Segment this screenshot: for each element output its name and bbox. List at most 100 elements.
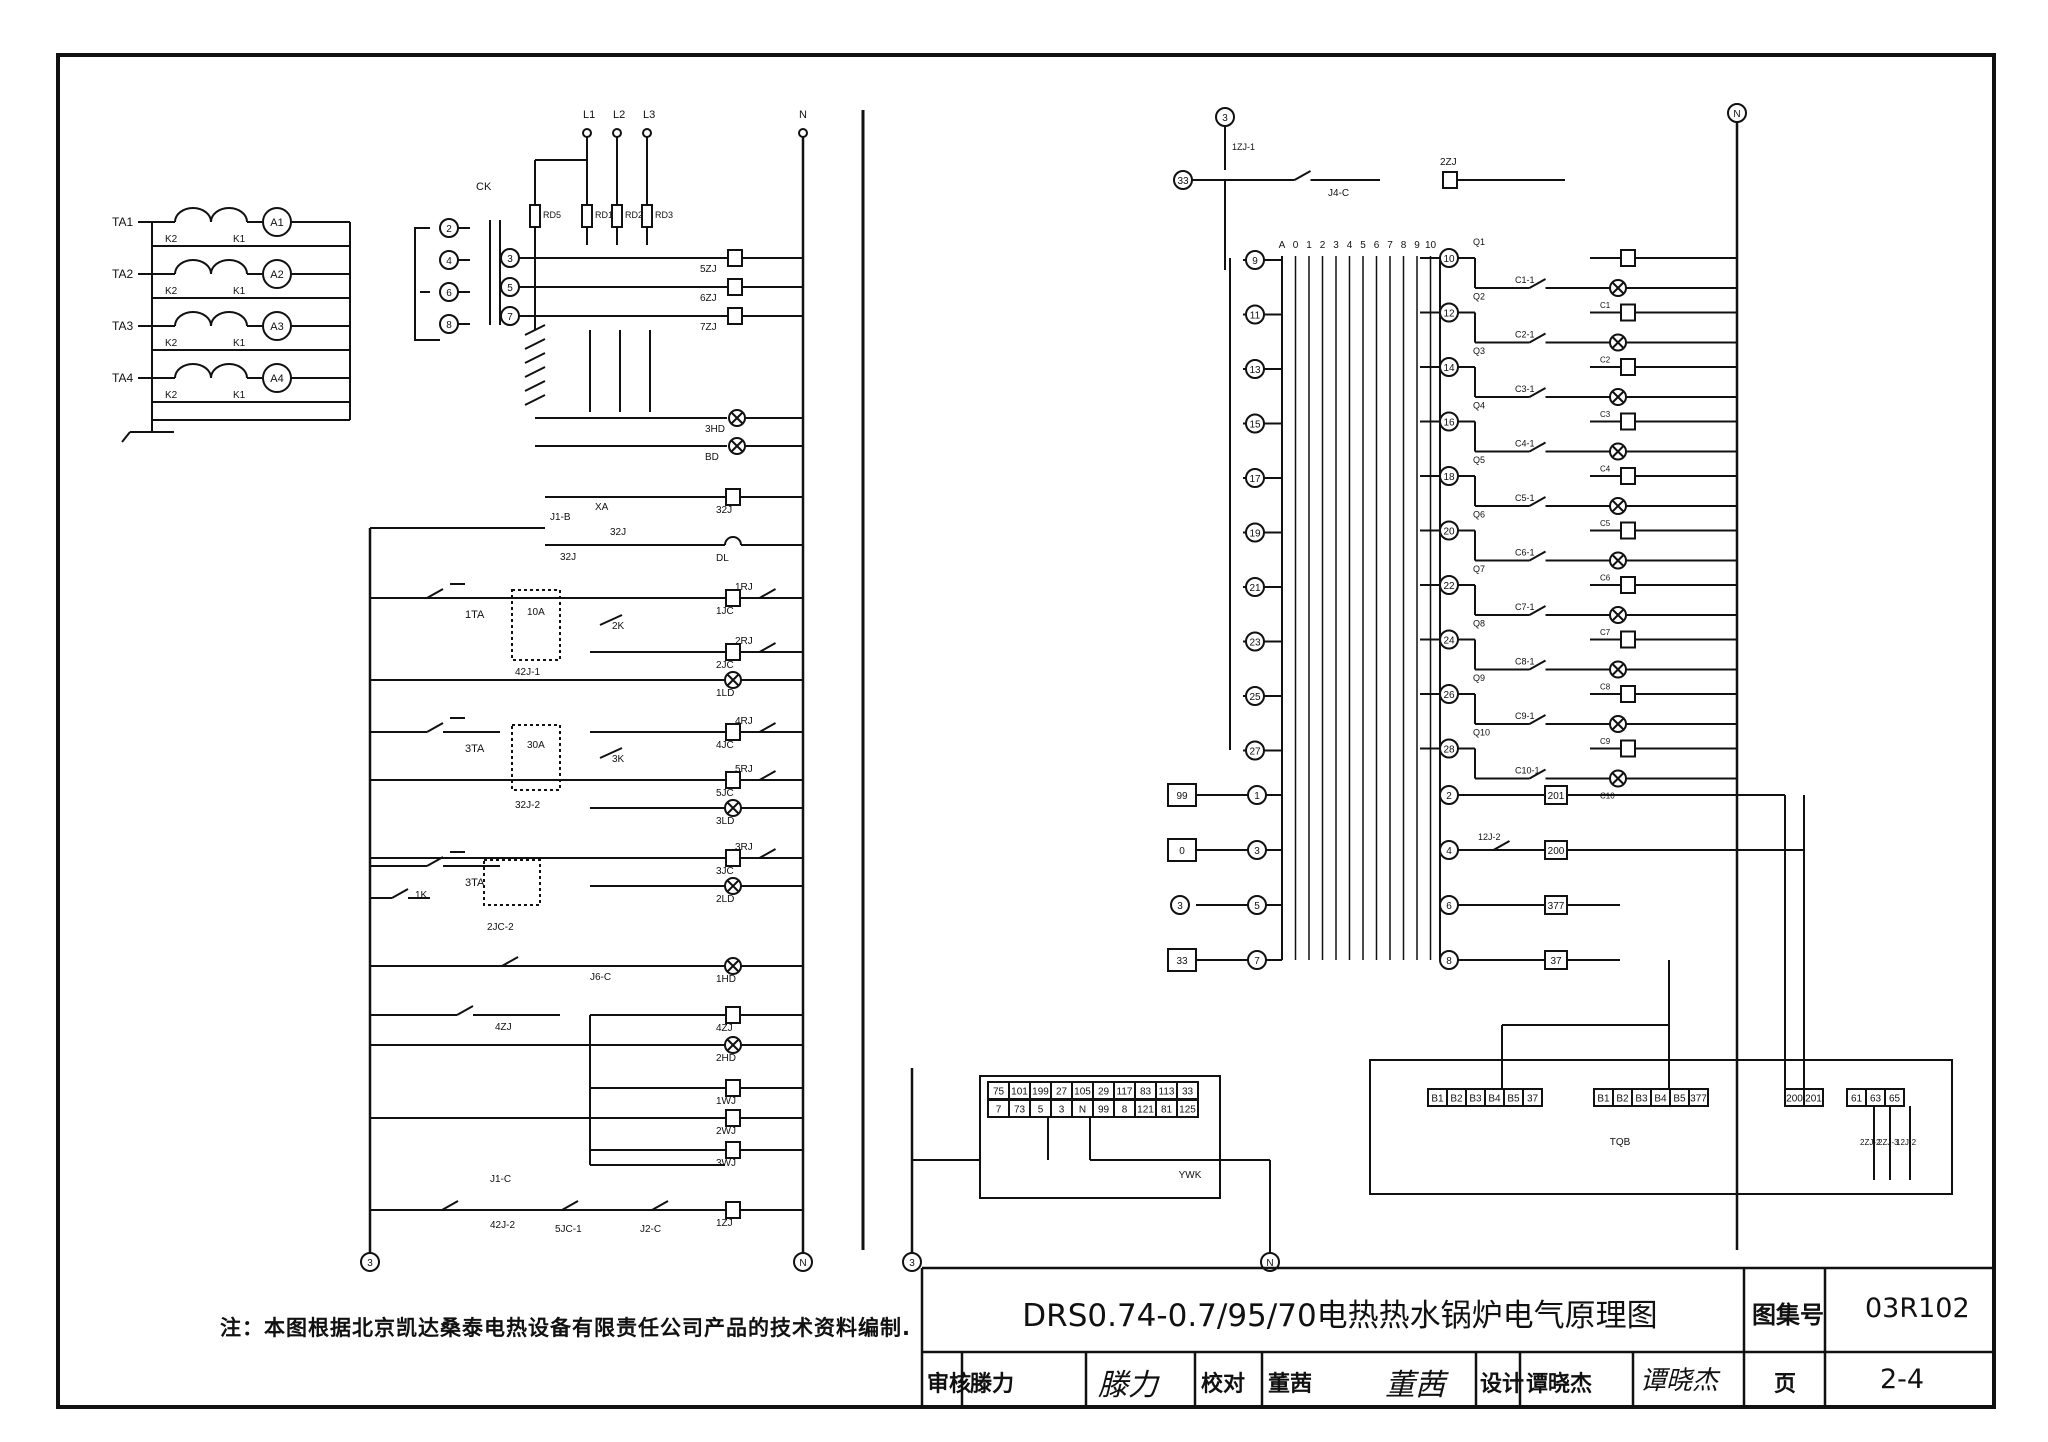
contact-label: J2-C bbox=[640, 1224, 661, 1235]
timer-contact bbox=[370, 1005, 560, 1016]
heater-contactor-coil bbox=[1620, 739, 1636, 758]
contact-label: 2RJ bbox=[735, 636, 753, 647]
contact-label: 4ZJ bbox=[495, 1022, 512, 1033]
aux-contact bbox=[745, 588, 790, 599]
terminal-box-label: B3 bbox=[1469, 1094, 1482, 1105]
contactor-label: C2-1 bbox=[1515, 330, 1535, 340]
terminal-label: 18 bbox=[1443, 472, 1455, 483]
terminal-box-label: 3 bbox=[1059, 1105, 1065, 1116]
pushbutton-label: 3TA bbox=[465, 877, 485, 889]
terminal-label: 3 bbox=[1177, 901, 1183, 912]
bus-terminal bbox=[642, 128, 652, 138]
bus-header-label: 9 bbox=[1414, 240, 1420, 251]
terminal-label: 8 bbox=[1446, 956, 1452, 967]
terminal-box-label: 125 bbox=[1179, 1105, 1196, 1116]
ammeter-label: A3 bbox=[270, 321, 283, 333]
heater-label: C7 bbox=[1600, 628, 1611, 637]
control-row: 32J bbox=[545, 488, 803, 516]
terminal-box-label: 199 bbox=[1032, 1087, 1049, 1098]
heater-lamp bbox=[1609, 551, 1627, 570]
interlock-label: 32J-2 bbox=[515, 800, 540, 811]
relay-coil bbox=[725, 1006, 741, 1024]
device-label: 1HD bbox=[716, 974, 736, 985]
relay-contact bbox=[1458, 840, 1545, 851]
relay-coil bbox=[725, 1141, 741, 1159]
terminal-label: 3 bbox=[909, 1258, 915, 1269]
fuse-label: RD3 bbox=[655, 210, 673, 220]
bus-terminal bbox=[582, 128, 592, 138]
device-label: 5JC bbox=[716, 788, 734, 799]
timer-contact bbox=[370, 956, 650, 967]
coil-label: 6ZJ bbox=[700, 293, 717, 304]
indicator-lamp bbox=[724, 799, 742, 817]
contactor-label: C7-1 bbox=[1515, 602, 1535, 612]
breaker-label: Q6 bbox=[1473, 510, 1485, 520]
terminal-label: 20 bbox=[1443, 527, 1455, 538]
terminal-label: 7 bbox=[1254, 956, 1260, 967]
heater-lamp bbox=[1609, 442, 1627, 461]
tqb-contact-label: 2ZJ-3 bbox=[1878, 1138, 1899, 1147]
terminal-box-label: N bbox=[1079, 1105, 1086, 1116]
terminal-box-label: 200 bbox=[1548, 846, 1565, 857]
terminal-label: 24 bbox=[1443, 636, 1455, 647]
terminal-label: 3 bbox=[1222, 113, 1228, 124]
contactor-label: C6-1 bbox=[1515, 548, 1535, 558]
bus-header-label: 1 bbox=[1306, 240, 1312, 251]
page-label: 页 bbox=[1774, 1372, 1797, 1397]
relay-coil bbox=[725, 723, 741, 741]
device-label: 32J bbox=[560, 552, 576, 563]
heater-label: C2 bbox=[1600, 356, 1611, 365]
heater-lamp bbox=[1609, 606, 1627, 624]
terminal-label: 6 bbox=[1446, 901, 1452, 912]
coil-label: 2ZJ bbox=[1440, 157, 1457, 168]
terminal-box-label: 377 bbox=[1690, 1094, 1707, 1105]
terminal-box-label: 201 bbox=[1805, 1094, 1822, 1105]
interlock-label: 10A bbox=[527, 607, 545, 618]
bottom-terminal bbox=[1260, 1252, 1280, 1272]
selector-label: 1K bbox=[415, 890, 428, 901]
terminal-box-label: 377 bbox=[1548, 901, 1565, 912]
heater-lamp bbox=[1609, 279, 1627, 297]
contact-label: 12J-2 bbox=[1478, 832, 1501, 842]
bottom-terminal bbox=[902, 1252, 922, 1272]
terminal-box-label: 61 bbox=[1851, 1094, 1863, 1105]
breaker-label: Q2 bbox=[1473, 292, 1485, 302]
relay-coil bbox=[725, 849, 741, 867]
terminal-box-label: 105 bbox=[1074, 1087, 1091, 1098]
ammeter-label: A2 bbox=[270, 269, 283, 281]
contactor-contact bbox=[1475, 441, 1600, 453]
terminal-label: N bbox=[799, 1258, 806, 1269]
heater-contactor-coil bbox=[1620, 630, 1636, 649]
transformer-label: TA2 bbox=[112, 267, 133, 281]
timer-contact bbox=[1225, 170, 1380, 181]
terminal-label: 7 bbox=[507, 312, 513, 323]
terminal-box-label: 117 bbox=[1117, 1087, 1133, 1098]
indicator-lamp bbox=[728, 437, 746, 455]
device-label: 4JC bbox=[716, 740, 734, 751]
review-label: 审核 bbox=[927, 1372, 972, 1397]
control-row: 1LD bbox=[370, 671, 803, 699]
contactor-label: C10-1 bbox=[1515, 766, 1540, 776]
tqb-terminal bbox=[1803, 1088, 1824, 1107]
terminal-label: 9 bbox=[1252, 256, 1258, 267]
relay-coil bbox=[725, 1109, 741, 1127]
ct-label: K1 bbox=[233, 234, 246, 245]
terminal-label: 10 bbox=[1443, 254, 1455, 265]
ct-label: K2 bbox=[165, 390, 178, 401]
contact-label: 3RJ bbox=[735, 842, 753, 853]
indicator-lamp bbox=[724, 877, 742, 895]
pushbutton-contact bbox=[370, 856, 500, 867]
control-row: DL bbox=[545, 536, 803, 564]
terminal-label: 2 bbox=[446, 224, 452, 235]
control-row: 4ZJ bbox=[590, 1006, 803, 1034]
fuse-body bbox=[581, 204, 593, 228]
pushbutton-label: 3TA bbox=[465, 743, 485, 755]
terminal-label: 5 bbox=[1254, 901, 1260, 912]
interlock-group bbox=[511, 589, 561, 661]
terminal-box-label: B1 bbox=[1431, 1094, 1444, 1105]
bus-label: L2 bbox=[613, 109, 625, 121]
terminal-box-label: 113 bbox=[1159, 1087, 1175, 1098]
